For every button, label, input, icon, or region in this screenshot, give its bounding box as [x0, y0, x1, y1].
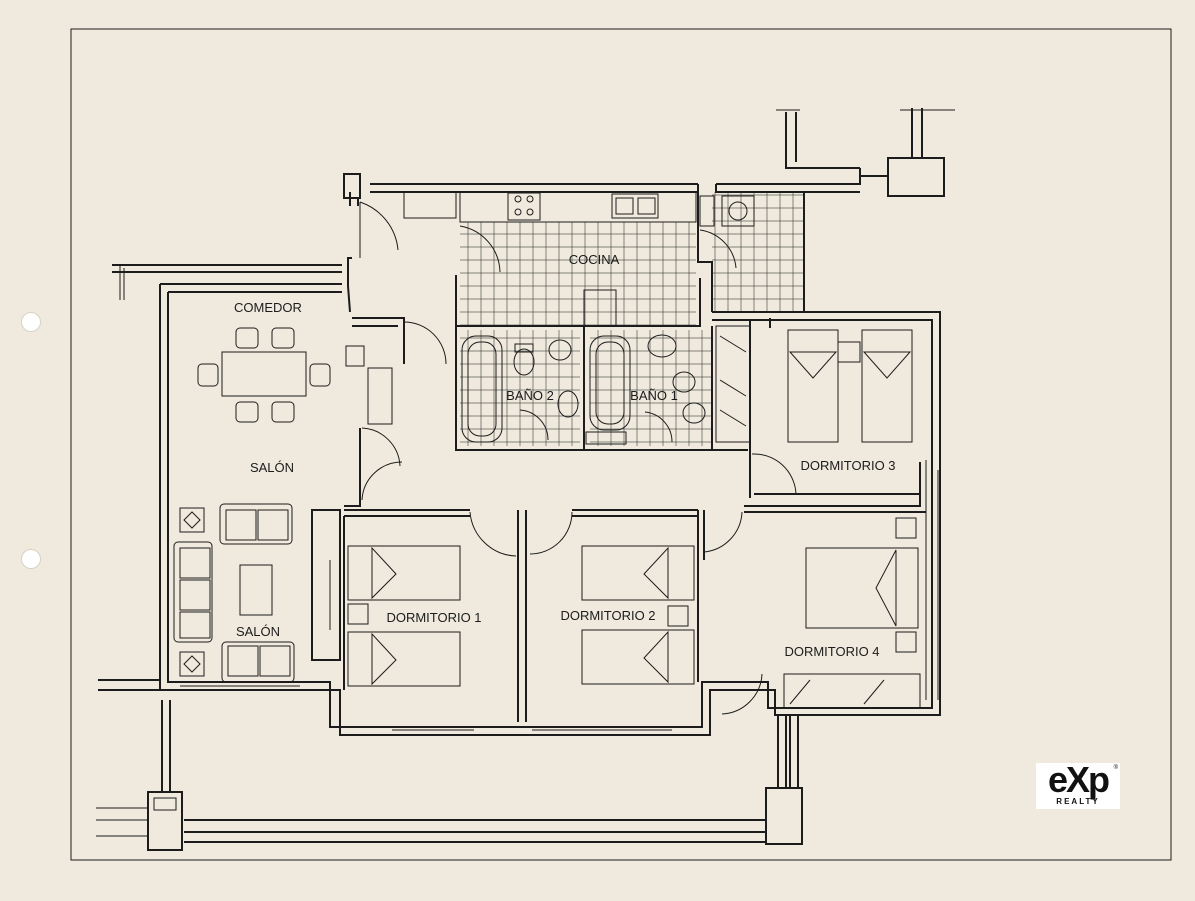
- kitchen-counter: [455, 191, 755, 327]
- label-dormitorio-1: DORMITORIO 1: [386, 610, 481, 625]
- label-dormitorio-3: DORMITORIO 3: [800, 458, 895, 473]
- laundry-tiled-floor: [712, 192, 804, 312]
- entry-door-swing: [359, 201, 399, 258]
- exp-realty-logo: eXp REALTY ®: [1036, 759, 1120, 809]
- binder-hole-top: [21, 312, 41, 332]
- kitchen-tiled-floor: [460, 222, 696, 326]
- label-salon-lower: SALÓN: [236, 624, 280, 639]
- beds: [347, 329, 919, 687]
- kitchen-door-swing: [459, 225, 501, 273]
- binder-hole-bottom: [21, 549, 41, 569]
- label-dormitorio-4: DORMITORIO 4: [784, 644, 879, 659]
- corridor-door-swings: [361, 321, 797, 715]
- label-salon-upper: SALÓN: [250, 460, 294, 475]
- wardrobes: [311, 325, 921, 709]
- windows: [119, 265, 939, 731]
- logo-subtitle: REALTY: [1056, 797, 1100, 806]
- entry-closet: [403, 191, 457, 219]
- label-bano-2: BAÑO 2: [506, 388, 554, 403]
- bath2-tiled-floor: [460, 330, 580, 446]
- bathroom-block: [455, 326, 748, 451]
- terrace: [96, 679, 803, 851]
- bath1-tiled-floor: [590, 330, 712, 446]
- label-dormitorio-2: DORMITORIO 2: [560, 608, 655, 623]
- living-set: [173, 503, 295, 683]
- entry-column: [343, 173, 361, 199]
- logo-wordmark: eXp: [1047, 759, 1110, 800]
- sheet-frame: [70, 28, 1172, 861]
- room-labels: COCINA COMEDOR SALÓN SALÓN BAÑO 2 BAÑO 1…: [234, 252, 896, 659]
- dining-set: [197, 327, 393, 425]
- label-comedor: COMEDOR: [234, 300, 302, 315]
- label-bano-1: BAÑO 1: [630, 388, 678, 403]
- laundry-door-swing: [699, 229, 737, 269]
- label-cocina: COCINA: [569, 252, 620, 267]
- logo-registered-mark: ®: [1113, 765, 1118, 771]
